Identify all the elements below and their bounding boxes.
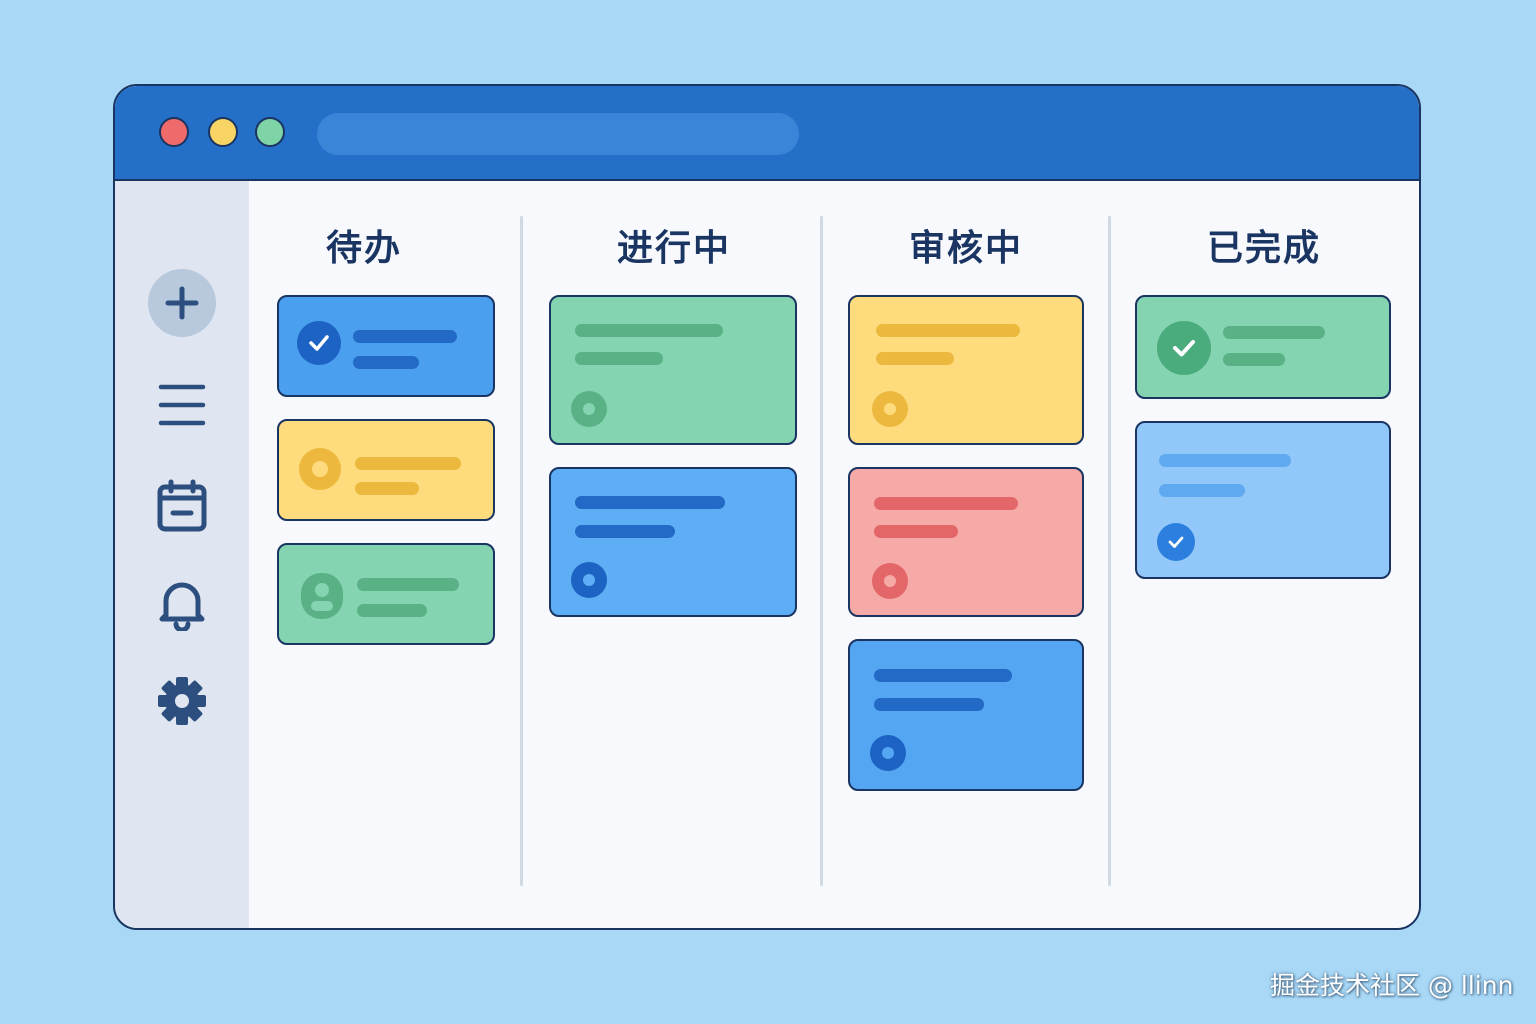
app-window: 待办 进行中 审核中 已完成	[113, 84, 1421, 930]
add-button[interactable]	[148, 269, 216, 337]
maximize-window-button[interactable]	[255, 117, 285, 147]
status-circle-icon	[872, 563, 908, 599]
column-divider	[520, 216, 523, 886]
column-title-done: 已完成	[1206, 228, 1321, 269]
text-placeholder	[876, 352, 954, 365]
title-bar	[115, 86, 1419, 181]
sidebar-item-calendar[interactable]	[115, 479, 249, 533]
text-placeholder	[1159, 454, 1291, 467]
sidebar-item-menu[interactable]	[115, 381, 249, 431]
status-circle-icon	[872, 391, 908, 427]
kanban-board: 待办 进行中 审核中 已完成	[249, 181, 1419, 928]
text-placeholder	[575, 496, 725, 509]
gear-icon	[158, 677, 206, 725]
column-title-todo: 待办	[325, 228, 402, 269]
text-placeholder	[874, 525, 958, 538]
check-circle-icon	[1157, 523, 1195, 561]
task-card[interactable]	[277, 419, 495, 521]
text-placeholder	[355, 457, 461, 470]
sidebar	[115, 181, 249, 928]
task-card[interactable]	[549, 295, 797, 445]
text-placeholder	[1223, 326, 1325, 339]
task-card[interactable]	[1135, 421, 1391, 579]
task-card[interactable]	[1135, 295, 1391, 399]
text-placeholder	[353, 330, 457, 343]
text-placeholder	[353, 356, 419, 369]
text-placeholder	[874, 698, 984, 711]
text-placeholder	[357, 604, 427, 617]
status-circle-icon	[571, 562, 607, 598]
watermark: 掘金技术社区 @ llinn	[1270, 971, 1514, 1000]
sidebar-item-add[interactable]	[115, 269, 249, 337]
text-placeholder	[575, 525, 675, 538]
column-divider	[820, 216, 823, 886]
text-placeholder	[874, 497, 1018, 510]
status-circle-icon	[870, 735, 906, 771]
status-circle-icon	[571, 391, 607, 427]
text-placeholder	[575, 324, 723, 337]
text-placeholder	[357, 578, 459, 591]
text-placeholder	[1223, 353, 1285, 366]
menu-icon	[158, 384, 206, 426]
column-title-in-progress: 进行中	[616, 228, 731, 269]
column-divider	[1108, 216, 1111, 886]
text-placeholder	[1159, 484, 1245, 497]
task-card[interactable]	[848, 467, 1084, 617]
task-card[interactable]	[848, 639, 1084, 791]
check-circle-icon	[297, 321, 341, 365]
column-title-review: 审核中	[908, 228, 1023, 269]
text-placeholder	[876, 324, 1020, 337]
sidebar-item-settings[interactable]	[115, 675, 249, 727]
status-circle-icon	[299, 448, 341, 490]
calendar-icon	[157, 479, 207, 532]
text-placeholder	[355, 482, 419, 495]
sidebar-item-notifications[interactable]	[115, 577, 249, 631]
check-circle-icon	[1157, 321, 1211, 375]
text-placeholder	[575, 352, 663, 365]
task-card[interactable]	[549, 467, 797, 617]
task-card[interactable]	[277, 295, 495, 397]
user-icon	[301, 573, 343, 619]
text-placeholder	[874, 669, 1012, 682]
bell-icon	[159, 582, 205, 631]
task-card[interactable]	[848, 295, 1084, 445]
close-window-button[interactable]	[159, 117, 189, 147]
address-bar[interactable]	[317, 113, 799, 155]
minimize-window-button[interactable]	[208, 117, 238, 147]
add-icon	[165, 286, 199, 320]
task-card[interactable]	[277, 543, 495, 645]
